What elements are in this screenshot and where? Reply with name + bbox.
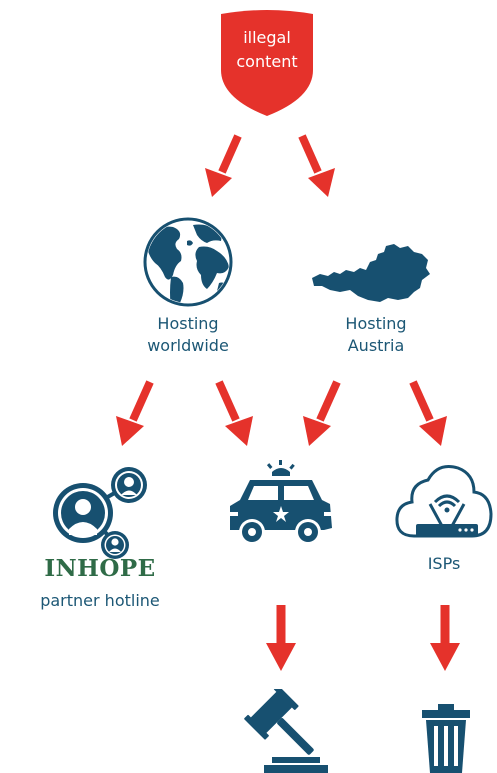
person-large bbox=[53, 483, 113, 543]
cloud-wifi-router-icon bbox=[395, 465, 493, 538]
inhope-brand: INHOPE bbox=[44, 555, 156, 582]
gavel-icon bbox=[244, 689, 328, 773]
hosting-worldwide-line-2: worldwide bbox=[147, 336, 229, 355]
source-line-2: content bbox=[236, 52, 298, 71]
network-people-icon bbox=[53, 467, 147, 559]
person-bottom bbox=[101, 531, 129, 559]
source-label: illegal content bbox=[219, 26, 315, 74]
globe-icon bbox=[143, 217, 233, 307]
arrow-isps-to-deletion bbox=[430, 605, 460, 671]
inhope-caption: partner hotline bbox=[40, 591, 160, 610]
arrow-austria-to-isps bbox=[409, 380, 447, 446]
source-line-1: illegal bbox=[243, 28, 291, 47]
hosting-austria-label: Hosting Austria bbox=[308, 313, 444, 357]
austria-map-icon bbox=[312, 244, 430, 302]
hosting-austria-line-2: Austria bbox=[347, 336, 405, 355]
siren-icon bbox=[266, 460, 295, 476]
arrow-worldwide-to-inhope bbox=[116, 380, 154, 446]
arrow-police-to-court bbox=[266, 605, 296, 671]
arrow-source-to-austria bbox=[298, 134, 335, 197]
hosting-austria-line-1: Hosting bbox=[345, 314, 407, 333]
isps-label: ISPs bbox=[427, 554, 461, 573]
shield-icon bbox=[221, 10, 313, 116]
arrow-austria-to-police bbox=[303, 380, 341, 446]
person-top-right bbox=[111, 467, 147, 503]
trash-bin-icon bbox=[422, 704, 470, 773]
hosting-worldwide-label: Hosting worldwide bbox=[120, 313, 256, 357]
hosting-worldwide-line-1: Hosting bbox=[157, 314, 219, 333]
arrow-source-to-worldwide bbox=[205, 134, 242, 197]
arrow-worldwide-to-police bbox=[215, 380, 253, 446]
police-car-icon bbox=[230, 460, 332, 545]
